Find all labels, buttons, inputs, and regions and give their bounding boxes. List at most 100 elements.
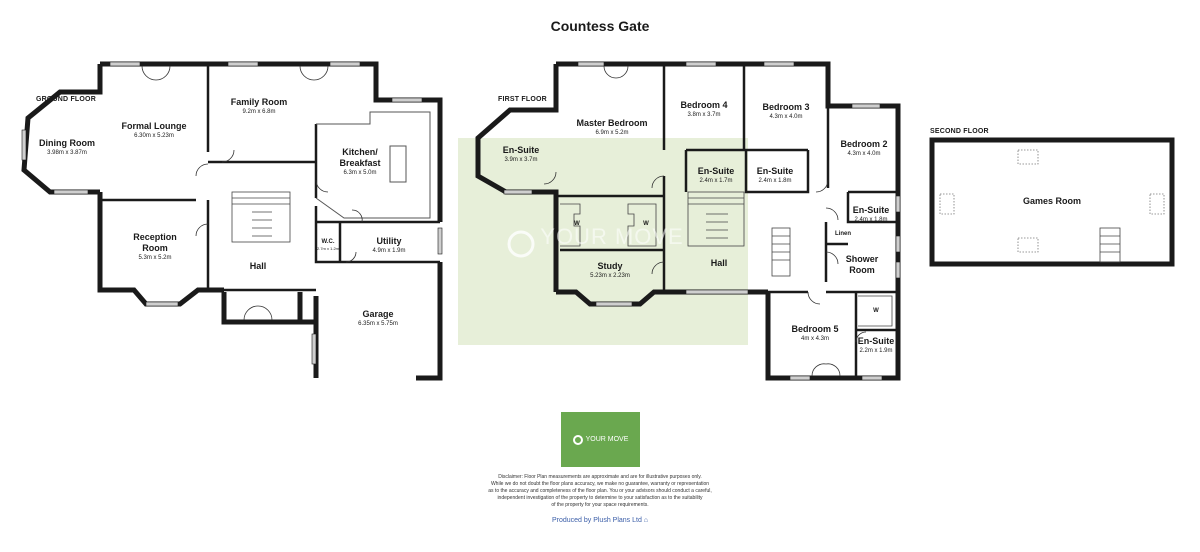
disclaimer-line: Disclaimer: Floor Plan measurements are … [498, 474, 702, 480]
wardrobe-label: W [574, 221, 580, 227]
skylight [1149, 193, 1165, 215]
door [825, 363, 841, 377]
ground-floor-label: GROUND FLOOR [36, 96, 96, 103]
door [313, 65, 329, 81]
room-hall-ground: Hall [249, 261, 267, 271]
door [195, 223, 209, 237]
ground-outer-wall-top [100, 61, 443, 222]
door [315, 179, 329, 193]
wardrobe-label: W [643, 221, 649, 227]
door [257, 305, 273, 321]
ground-stairs [231, 191, 291, 243]
ground-interior-wall [314, 206, 440, 264]
window [145, 301, 179, 307]
produced-by-credit[interactable]: Produced by Plush Plans Ltd ⌂ [551, 517, 649, 524]
door [243, 305, 259, 321]
room-games: Games Room [1022, 196, 1082, 206]
window [685, 289, 749, 295]
door [855, 331, 867, 343]
wardrobe-right [627, 203, 657, 247]
room-shower: Shower Room [845, 254, 879, 275]
door [825, 251, 839, 265]
room-wc: W.C.2.7m x 1.2m [316, 239, 340, 251]
window [789, 375, 811, 381]
games-room-stairs [1099, 227, 1121, 263]
window [227, 61, 259, 67]
disclaimer: Disclaimer: Floor Plan measurements are … [440, 474, 760, 509]
page-title: Countess Gate [550, 18, 650, 34]
logo-text: YOUR MOVE [585, 436, 629, 443]
first-stairs [687, 191, 745, 247]
window [311, 333, 317, 365]
first-bedroom5-shell [765, 262, 901, 381]
window [21, 129, 27, 161]
door [807, 291, 821, 305]
window [763, 61, 795, 67]
first-interior-wall [744, 150, 810, 194]
window [861, 375, 883, 381]
door [195, 163, 209, 177]
window [685, 61, 717, 67]
window [895, 195, 901, 213]
games-room-shell [929, 137, 1175, 267]
wardrobe-label: W [873, 308, 879, 314]
door [299, 65, 315, 81]
skylight [939, 193, 955, 215]
second-floor-label: SECOND FLOOR [930, 128, 989, 135]
door [141, 65, 157, 81]
ground-entry-wall [221, 292, 300, 325]
kitchen-counter [315, 111, 431, 219]
disclaimer-line: of the property for your space requireme… [551, 502, 649, 508]
window [329, 61, 361, 67]
room-linen: Linen [835, 231, 851, 237]
kitchen-island [389, 145, 407, 183]
your-move-logo: YOUR MOVE [561, 412, 640, 467]
window [109, 61, 141, 67]
window [53, 189, 89, 195]
door [345, 251, 357, 263]
first-floor-label: FIRST FLOOR [498, 96, 547, 103]
door [155, 65, 171, 81]
watermark-logo-icon [507, 230, 535, 258]
door [811, 363, 827, 377]
door [615, 65, 629, 79]
ground-outer-wall-garage-right [416, 262, 443, 381]
door [651, 175, 665, 189]
plush-plans-icon: ⌂ [643, 517, 649, 524]
disclaimer-line: as to the accuracy and completeness of t… [488, 488, 712, 494]
ground-dining-bay [21, 64, 103, 195]
first-interior-wall [846, 192, 898, 224]
first-ensuite-bay [475, 64, 559, 292]
window [577, 61, 605, 67]
window [391, 97, 423, 103]
door [221, 149, 235, 163]
door [603, 65, 617, 79]
skylight [1017, 149, 1039, 165]
door [825, 207, 839, 221]
door [543, 171, 557, 185]
watermark-panel [458, 138, 748, 345]
disclaimer-line: While we do not doubt the floor plans ac… [490, 481, 710, 487]
wardrobe-bedroom5 [858, 295, 893, 327]
watermark-text: YOUR MOVE [540, 224, 684, 249]
door [651, 261, 665, 275]
disclaimer-line: independent investigation of the propert… [497, 495, 703, 501]
window [895, 235, 901, 253]
